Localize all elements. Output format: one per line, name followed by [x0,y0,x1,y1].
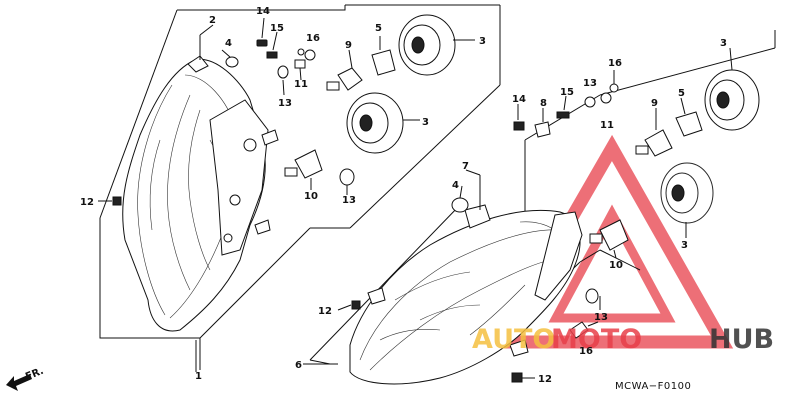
watermark-logo: AUTO MOTO HUB [472,324,774,355]
callout-15: 15 [270,23,284,34]
callout-10: 10 [304,191,318,202]
left-dust-covers [346,14,456,154]
callout-5: 5 [375,23,382,34]
diagram-code: MCWA−F0100 [615,381,691,392]
callout-1: 1 [195,371,202,382]
right-bulb-parts [589,97,703,259]
callout-11: 11 [294,79,308,90]
callout-15: 15 [560,87,574,98]
callout-12: 12 [318,306,332,317]
right-leaders [303,169,601,365]
callout-16: 16 [579,346,593,357]
callout-3: 3 [681,240,688,251]
callout-9: 9 [651,98,658,109]
callout-16: 16 [306,33,320,44]
callout-8: 8 [540,98,547,109]
callout-12: 12 [80,197,94,208]
callout-13: 13 [278,98,292,109]
watermark-moto: MOTO [551,324,642,355]
watermark-auto: AUTO [472,324,555,355]
callout-12: 12 [538,374,552,385]
callout-13: 13 [342,195,356,206]
left-leaders [195,24,475,372]
callout-16: 16 [608,58,622,69]
callout-7: 7 [462,161,469,172]
left-headlight-assembly [122,55,279,332]
callout-2: 2 [209,15,216,26]
callout-9: 9 [345,40,352,51]
right-dust-covers [660,47,760,238]
watermark-hub: HUB [709,324,774,355]
callout-6: 6 [295,360,302,371]
callout-11: 11 [600,120,614,131]
right-small-parts [337,70,619,383]
callout-4: 4 [452,180,459,191]
callout-labels: 2 4 14 15 16 11 13 9 5 3 3 10 13 12 1 7 … [80,6,727,385]
callout-3: 3 [479,36,486,47]
callout-13: 13 [594,312,608,323]
callout-14: 14 [512,94,526,105]
callout-5: 5 [678,88,685,99]
callout-14: 14 [256,6,270,17]
callout-4: 4 [225,38,232,49]
left-assembly-frame [99,4,501,370]
callout-13: 13 [583,78,597,89]
direction-label: FR. [24,366,45,383]
arrow-icon [6,374,32,391]
callout-10: 10 [609,260,623,271]
callout-3: 3 [720,38,727,49]
callout-3: 3 [422,117,429,128]
right-headlight-assembly [349,204,583,385]
front-direction-indicator: FR. [6,366,45,391]
left-bulb-parts [284,36,396,190]
